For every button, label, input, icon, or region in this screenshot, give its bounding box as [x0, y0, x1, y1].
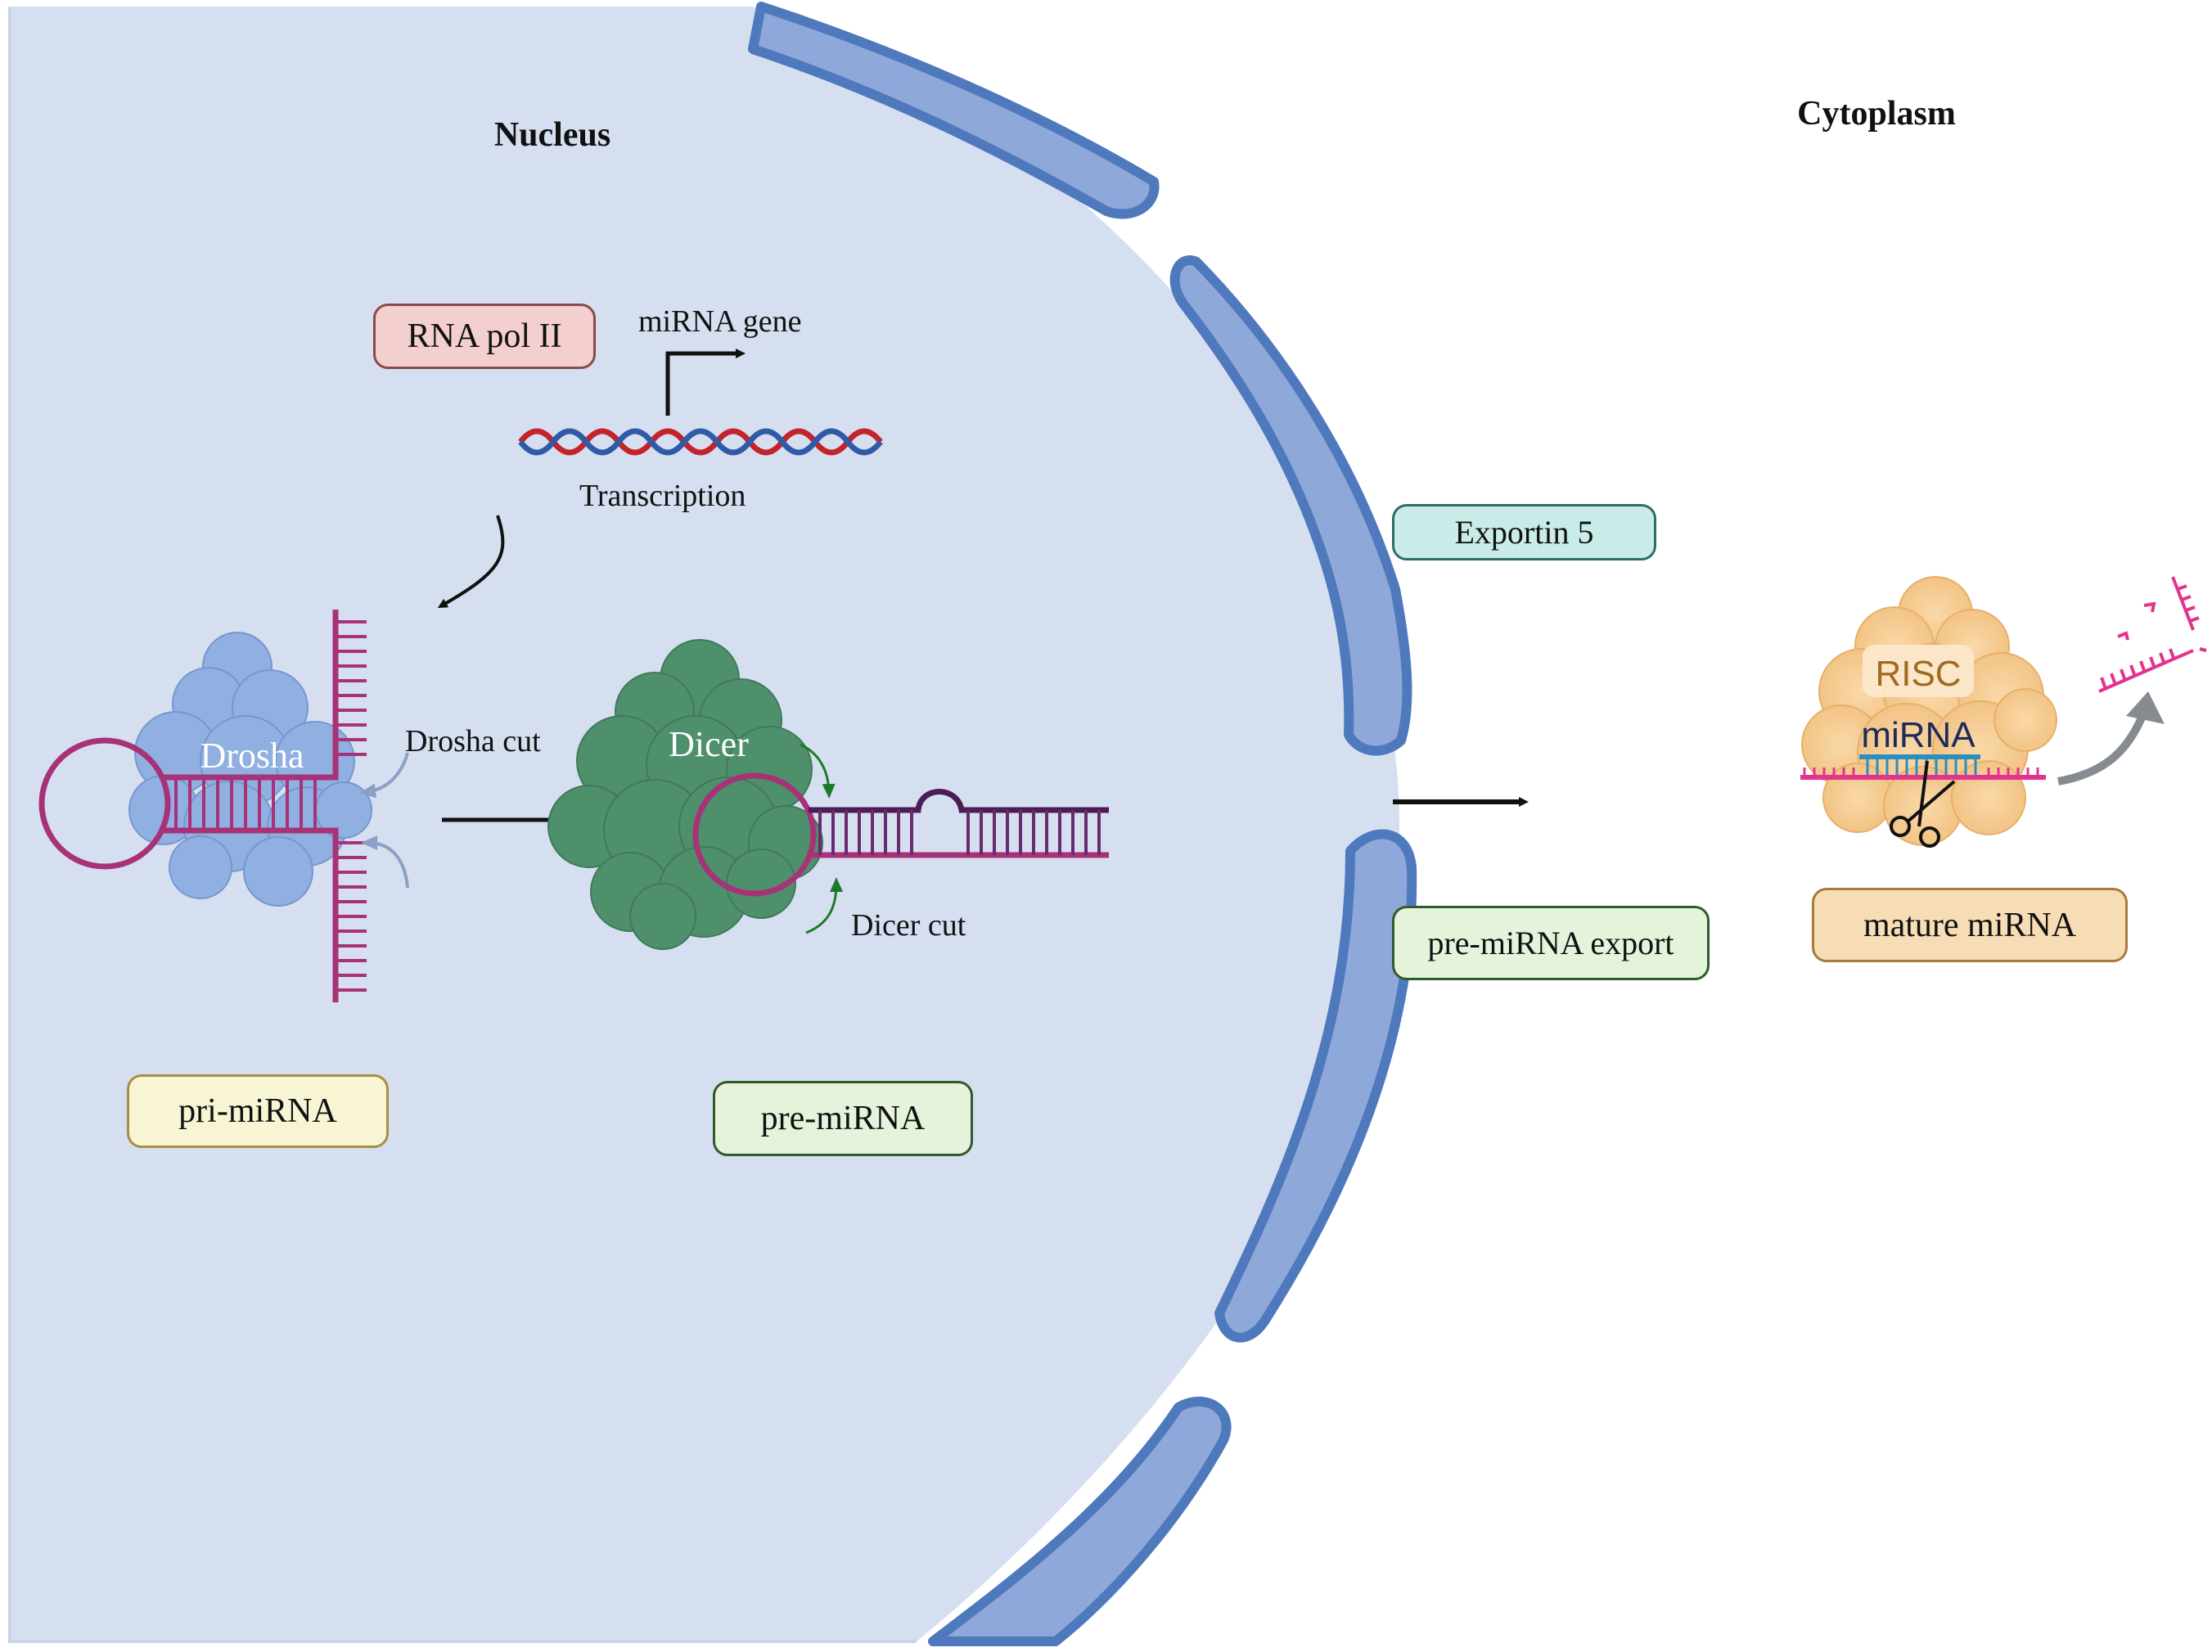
exportin-box: Exportin 5	[1392, 504, 1656, 560]
dicer-label: Dicer	[669, 724, 749, 764]
mirna-duplex-icon	[1800, 754, 2046, 780]
pri-mirna-structure-icon	[38, 610, 367, 1002]
transcription-to-pri-arrow-icon	[437, 515, 505, 608]
pri-mirna-box: pri-miRNA	[127, 1074, 389, 1148]
pre-mirna-structure-icon	[692, 772, 1109, 897]
export-box: pre-miRNA export	[1392, 906, 1710, 980]
cytoplasm-title: Cytoplasm	[1797, 95, 1956, 133]
scissors-icon	[1890, 760, 1956, 848]
mature-mirna-box: mature miRNA	[1812, 888, 2128, 962]
dicer-cut-arrow-top-icon	[800, 743, 836, 799]
transcription-label: Transcription	[579, 479, 746, 513]
drosha-cut-label: Drosha cut	[405, 724, 541, 758]
drosha-protein-icon	[128, 632, 372, 907]
drosha-cut-arrow-bottom-icon	[361, 835, 409, 889]
degradation-arrow-icon	[2057, 710, 2148, 785]
risc-label-bg	[1863, 645, 1974, 697]
nucleus-title: Nucleus	[494, 116, 610, 154]
dicer-cut-label: Dicer cut	[851, 908, 966, 943]
nuclear-membrane	[748, 2, 1417, 1646]
rna-pol-box: RNA pol II	[373, 304, 596, 369]
pre-mirna-box: pre-miRNA	[713, 1081, 973, 1156]
risc-mirna-label: miRNA	[1861, 715, 1975, 755]
promoter-arrow-icon	[665, 349, 746, 416]
degraded-rna-fragments-icon	[2098, 576, 2207, 693]
drosha-label: Drosha	[200, 736, 304, 776]
drosha-cut-arrow-top-icon	[359, 752, 409, 799]
risc-complex-icon	[1801, 576, 2057, 846]
dicer-cut-arrow-bottom-icon	[805, 877, 843, 934]
dna-helix-icon	[518, 428, 883, 456]
mirna-gene-label: miRNA gene	[638, 304, 801, 339]
risc-label: RISC	[1875, 654, 1961, 694]
